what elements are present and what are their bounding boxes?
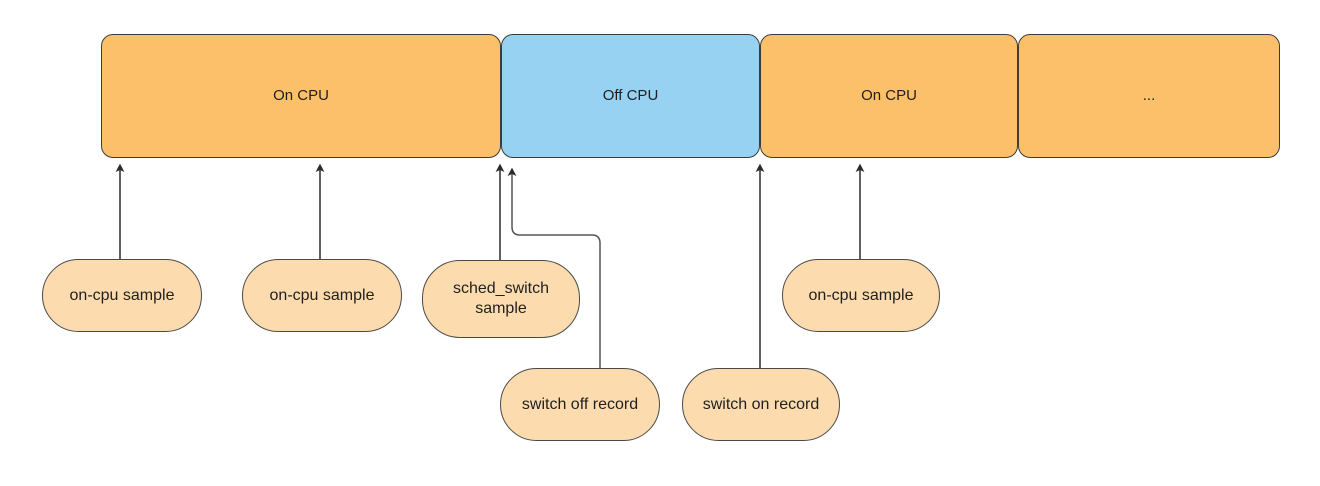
timeline-segment-ellipsis[interactable]: ... — [1018, 34, 1280, 158]
record-node-label: switch off record — [521, 395, 639, 413]
sample-node-label: sched_switch sample — [452, 280, 550, 317]
record-node-switch-off[interactable]: switch off record — [500, 368, 660, 441]
sample-node-on-cpu-2[interactable]: on-cpu sample — [242, 259, 402, 332]
sample-node-label: on-cpu sample — [808, 286, 914, 304]
sample-node-on-cpu-3[interactable]: on-cpu sample — [782, 259, 940, 332]
sample-node-on-cpu-1[interactable]: on-cpu sample — [42, 259, 202, 332]
timeline-segment-label: ... — [1142, 86, 1156, 104]
sample-node-sched-switch[interactable]: sched_switch sample — [422, 260, 580, 338]
timeline-segment-off-cpu[interactable]: Off CPU — [501, 34, 760, 158]
record-node-label: switch on record — [702, 395, 820, 413]
timeline-segment-label: On CPU — [861, 86, 917, 104]
sample-node-label: on-cpu sample — [69, 286, 175, 304]
timeline-segment-label: On CPU — [273, 86, 329, 104]
timeline-segment-on-cpu-1[interactable]: On CPU — [101, 34, 501, 158]
timeline-segment-on-cpu-2[interactable]: On CPU — [760, 34, 1018, 158]
record-node-switch-on[interactable]: switch on record — [682, 368, 840, 441]
connector-switchoff-to-offcpu — [507, 167, 601, 368]
sample-node-label: on-cpu sample — [269, 286, 375, 304]
timeline-segment-label: Off CPU — [602, 86, 659, 104]
